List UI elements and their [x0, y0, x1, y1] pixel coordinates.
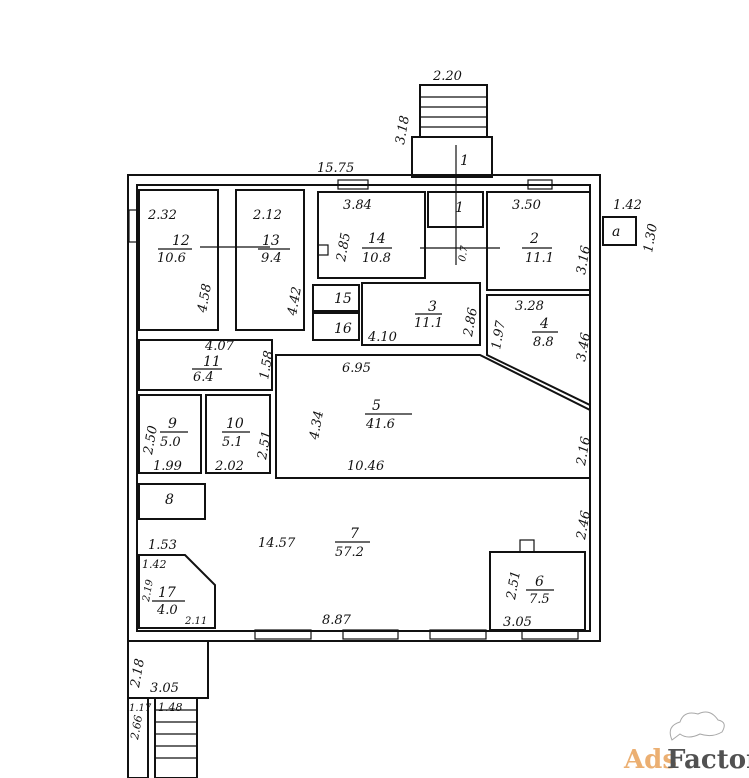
corridor-dim: 0.7: [457, 244, 471, 262]
room-11-height: 1.58: [257, 350, 277, 381]
stair-bottom-w2: 1.48: [158, 701, 183, 714]
room-9-area: 5.0: [160, 435, 181, 450]
room-3-height: 2.86: [461, 307, 481, 339]
room-2-width: 3.50: [512, 198, 541, 213]
stair-bottom-length: 2.66: [128, 714, 145, 741]
room-12-length: 4.58: [195, 283, 215, 315]
annex-height: 1.30: [641, 223, 661, 254]
room-12-width: 2.32: [147, 208, 177, 223]
room-4-no: 4: [539, 316, 549, 332]
room-17-area: 4.0: [156, 603, 178, 618]
stair-width-label: 2.20: [432, 69, 462, 84]
room-2-no: 2: [529, 231, 539, 247]
room-17-side: 2.11: [184, 616, 207, 627]
room-5-area: 41.6: [365, 417, 395, 432]
stair-bottom-w1: 1.17: [129, 703, 152, 714]
room-14-no: 14: [368, 231, 386, 247]
annex-label: a: [612, 224, 620, 240]
room-14-width: 3.84: [343, 198, 372, 213]
room-10-area: 5.1: [222, 435, 243, 450]
room-16-no: 16: [334, 321, 352, 337]
room-3-width: 4.10: [367, 330, 397, 345]
room-10-no: 10: [226, 416, 244, 432]
room-6-height: 2.51: [504, 570, 524, 602]
room-9-no: 9: [168, 416, 177, 432]
walls: [127, 84, 637, 778]
room-6-no: 6: [535, 574, 544, 590]
room-17-width: 1.42: [142, 558, 167, 571]
room-8-no: 8: [165, 492, 174, 508]
stair-length-label: 3.18: [393, 115, 413, 146]
room-11-no: 11: [203, 354, 221, 370]
room-1-label: 1: [460, 153, 469, 169]
room-13-area: 9.4: [261, 251, 282, 266]
room-2-area: 11.1: [525, 251, 554, 266]
watermark-ads: Ads: [623, 745, 677, 775]
room-7-short: 1.53: [148, 538, 177, 553]
room-11-width: 4.07: [204, 339, 235, 354]
annex-width: 1.42: [613, 198, 642, 213]
room-14-height: 2.85: [334, 232, 354, 264]
room-10-width: 2.02: [214, 459, 244, 474]
room-5-no: 5: [372, 398, 381, 414]
room-3-no: 3: [428, 299, 437, 315]
room-1-no: 1: [455, 200, 464, 216]
watermark-factory: Factory: [667, 745, 749, 775]
room-9-height: 2.50: [141, 425, 161, 457]
room-12-no: 12: [172, 233, 190, 249]
room-4-area: 8.8: [533, 335, 554, 350]
room-2-height: 3.16: [574, 245, 594, 276]
room-12-area: 10.6: [157, 251, 186, 266]
room-13-no: 13: [262, 233, 280, 249]
room-11-area: 6.4: [193, 370, 214, 385]
room-3-area: 11.1: [414, 316, 443, 331]
porch-height: 2.18: [128, 658, 148, 690]
room-13-length: 4.42: [285, 286, 305, 318]
porch-width: 3.05: [150, 681, 179, 696]
overall-width-label: 15.75: [317, 161, 354, 176]
room-14-area: 10.8: [362, 251, 391, 266]
room-5-side: 2.16: [574, 436, 594, 468]
room-7-no: 7: [350, 526, 359, 542]
room-7-length: 14.57: [258, 536, 296, 551]
room-9-width: 1.99: [153, 459, 182, 474]
room-7-side: 2.46: [574, 510, 594, 542]
adsfactory-watermark: Ads Factory: [623, 711, 749, 775]
room-7-area: 57.2: [335, 545, 364, 560]
room-17-height: 2.19: [141, 578, 156, 603]
room-6-area: 7.5: [529, 592, 550, 607]
room-5-height: 4.34: [307, 410, 327, 442]
room-17-no: 17: [158, 585, 176, 601]
room-4-side: 1.97: [489, 319, 509, 351]
room-7-width: 8.87: [322, 613, 352, 628]
room-5-top: 6.95: [342, 361, 371, 376]
room-6-width: 3.05: [503, 615, 532, 630]
dimension-labels: 15.75 2.20 3.18 1 1 0.7 2.32 12 10.6 4.5…: [128, 69, 661, 742]
room-15-no: 15: [334, 291, 352, 307]
room-10-height: 2.51: [255, 430, 275, 462]
room-13-width: 2.12: [252, 208, 282, 223]
room-4-height: 3.46: [574, 332, 594, 363]
room-5-width: 10.46: [347, 459, 384, 474]
room-4-width: 3.28: [515, 299, 544, 314]
